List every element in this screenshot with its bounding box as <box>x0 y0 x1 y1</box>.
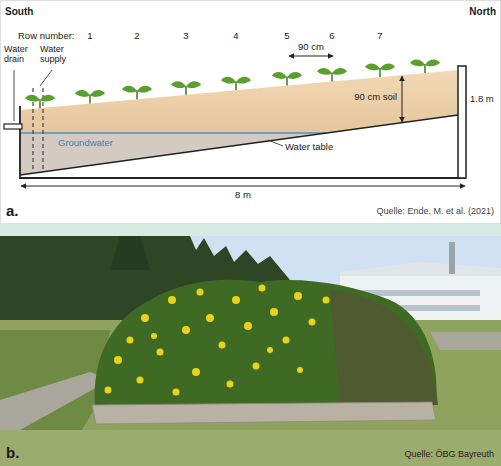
tank-floor-slope <box>20 115 458 175</box>
path <box>430 332 501 350</box>
plant <box>75 90 105 104</box>
row-number: 5 <box>284 31 289 42</box>
tank-wall <box>458 66 466 178</box>
dimension-label: 90 cm soil <box>354 92 397 103</box>
plant <box>171 81 201 95</box>
row-number: 1 <box>87 31 92 42</box>
plant <box>410 59 440 73</box>
plant <box>122 86 152 100</box>
plant <box>365 64 395 78</box>
dimension-label: 90 cm <box>298 42 324 53</box>
bush <box>330 290 438 405</box>
soil <box>20 70 458 175</box>
trees <box>110 236 150 270</box>
sky <box>0 236 501 466</box>
row-number: 6 <box>329 31 334 42</box>
panel-letter: a. <box>6 202 19 219</box>
zone-label: Groundwater <box>58 138 113 149</box>
drain-pipe <box>4 124 22 129</box>
part-label: Water supply <box>40 44 74 65</box>
groundwater-line <box>20 132 326 134</box>
building <box>340 262 501 276</box>
dimension-label: 1.8 m <box>470 94 494 105</box>
axis-title: Row number: <box>18 31 75 42</box>
plant <box>272 72 302 86</box>
panel-frame <box>1 1 501 224</box>
flowers <box>105 285 330 396</box>
separator-band <box>0 224 501 236</box>
stone-border <box>92 402 436 424</box>
plant <box>317 68 347 82</box>
source-note: Quelle: Ende, M. et al. (2021) <box>376 206 494 216</box>
row-number: 7 <box>377 31 382 42</box>
part-label: Water drain <box>4 44 34 65</box>
grass <box>0 430 501 466</box>
building <box>360 290 480 296</box>
dimension-arrow <box>289 56 333 57</box>
row-number: 3 <box>183 31 188 42</box>
tank-outline <box>20 106 466 178</box>
source-note: Quelle: ÖBG Bayreuth <box>404 449 494 459</box>
dimension-arrow <box>402 76 403 122</box>
dimension-label: 8 m <box>235 190 251 201</box>
leader-line <box>14 70 15 121</box>
plant <box>25 95 55 109</box>
leader-line <box>40 70 52 86</box>
leader-line <box>268 140 283 146</box>
dimension-arrow <box>21 186 465 187</box>
row-number: 2 <box>134 31 139 42</box>
part-label: Water table <box>285 142 333 153</box>
panel-letter: b. <box>6 444 19 461</box>
chimney <box>449 242 455 274</box>
row-number: 4 <box>233 31 238 42</box>
compass-label: South <box>5 6 33 18</box>
compass-label: North <box>469 6 496 18</box>
plant <box>221 77 251 91</box>
